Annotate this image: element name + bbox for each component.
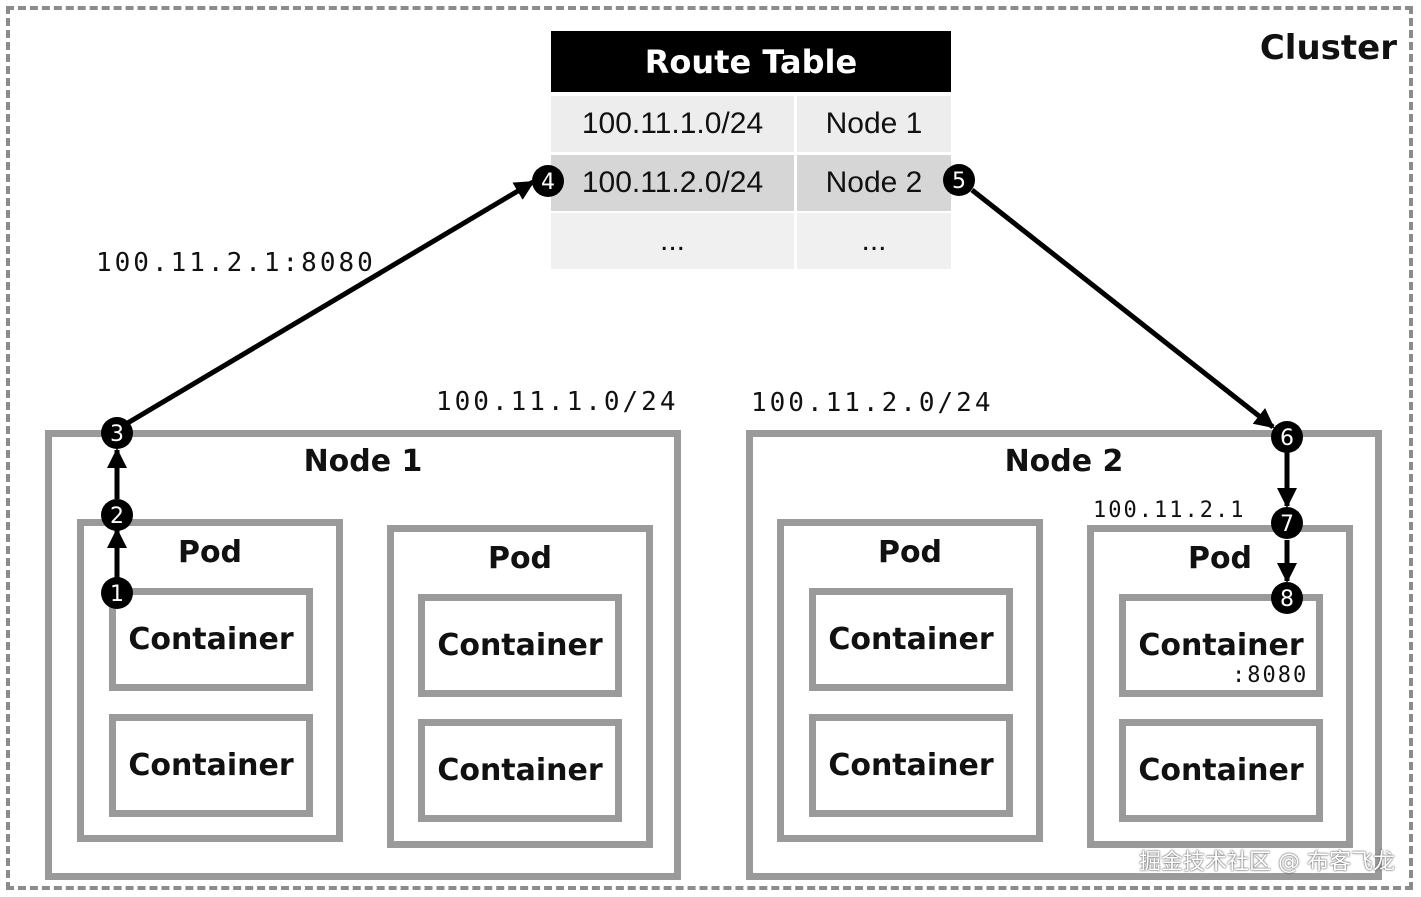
step-marker-1: 1 — [101, 577, 133, 609]
port-label: :8080 — [1232, 663, 1309, 688]
cluster-title: Cluster — [1259, 28, 1397, 68]
node2-pod-2-title: Pod — [1187, 541, 1253, 576]
step-marker-7: 7 — [1271, 507, 1303, 539]
route-table-cidr-1: 100.11.1.0/24 — [551, 96, 794, 152]
svg-text:8: 8 — [1280, 587, 1294, 612]
arrow-5-to-6 — [970, 188, 1275, 429]
node1-pod-1-title: Pod — [177, 535, 243, 570]
route-table-title: Route Table — [551, 31, 951, 92]
node2-pod-1-container-2: Container — [809, 714, 1013, 817]
svg-text:1: 1 — [110, 582, 124, 607]
step-marker-4: 4 — [532, 165, 564, 197]
step-marker-8: 8 — [1271, 582, 1303, 614]
node1-cidr-label: 100.11.1.0/24 — [436, 387, 679, 417]
node2-pod-2-container-2: Container — [1119, 719, 1323, 822]
step-marker-5: 5 — [943, 164, 975, 196]
node1-pod-1-container-1: Container — [109, 588, 313, 691]
node1-title: Node 1 — [303, 444, 423, 479]
route-table-node-2: Node 2 — [797, 155, 951, 211]
route-table-node-3: ... — [797, 213, 951, 269]
node1-pod-2-container-2: Container — [418, 719, 622, 822]
svg-text:5: 5 — [952, 169, 966, 194]
node1-pod-2-container-1: Container — [418, 594, 622, 697]
node2-pod-1-title: Pod — [877, 535, 943, 570]
route-table-cidr-2: 100.11.2.0/24 — [551, 155, 794, 211]
route-table-node-1: Node 1 — [797, 96, 951, 152]
node1-pod-2-title: Pod — [487, 541, 553, 576]
destination-address-label: 100.11.2.1:8080 — [96, 248, 376, 278]
step-marker-2: 2 — [101, 499, 133, 531]
svg-text:6: 6 — [1280, 426, 1294, 451]
arrow-3-to-4 — [124, 179, 535, 427]
pod-ip-label: 100.11.2.1 — [1093, 498, 1246, 523]
watermark: 掘金技术社区 @ 布客飞龙 — [1139, 850, 1395, 875]
node2-title: Node 2 — [1004, 444, 1124, 479]
svg-text:4: 4 — [541, 170, 555, 195]
svg-text:2: 2 — [110, 504, 124, 529]
node2-cidr-label: 100.11.2.0/24 — [751, 388, 994, 418]
route-table-cidr-3: ... — [551, 213, 794, 269]
step-marker-3: 3 — [101, 417, 133, 449]
svg-text:7: 7 — [1280, 512, 1294, 537]
svg-text:3: 3 — [110, 422, 124, 447]
node1-pod-1-container-2: Container — [109, 714, 313, 817]
cluster-boundary — [6, 6, 1413, 890]
step-marker-6: 6 — [1271, 421, 1303, 453]
node2-pod-1-container-1: Container — [809, 588, 1013, 691]
